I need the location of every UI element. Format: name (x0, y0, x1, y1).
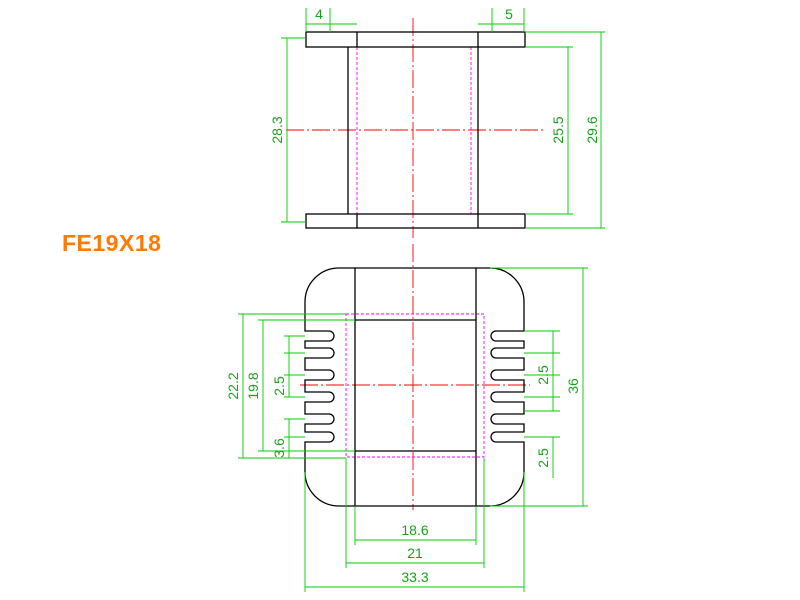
bottom-view: 22.2 19.8 2.5 3.6 2.5 2.5 36 18.6 21 33.… (225, 244, 588, 592)
bottom-view-outline (304, 267, 525, 507)
dim-label-flange-left: 4 (315, 6, 323, 22)
top-flange (305, 31, 526, 48)
bobbin-outline (304, 267, 525, 507)
top-view-dimensions (281, 8, 605, 229)
dim-label-total-height: 36 (565, 378, 581, 394)
top-view-hidden-lines (356, 47, 472, 214)
dim-label-left-bottom: 3.6 (271, 438, 287, 458)
top-view-center-lines (286, 18, 545, 238)
dim-label-height-inner: 25.5 (550, 116, 566, 143)
bottom-view-hidden-lines (345, 313, 485, 458)
bottom-view-dimensions (238, 267, 588, 592)
top-view-dimension-labels: 4 5 28.3 25.5 29.6 (269, 6, 600, 144)
dim-label-left-inner: 19.8 (245, 372, 261, 399)
hidden-window (345, 313, 485, 458)
bottom-view-dimension-labels: 22.2 19.8 2.5 3.6 2.5 2.5 36 18.6 21 33.… (225, 365, 581, 585)
dim-label-right-slot-top: 2.5 (535, 365, 551, 385)
dim-label-height-outer: 29.6 (584, 116, 600, 143)
dim-label-width-inner: 18.6 (401, 522, 428, 538)
dim-label-width-total: 33.3 (401, 569, 428, 585)
dim-label-left-slot: 2.5 (271, 376, 287, 396)
top-view-outline (305, 31, 526, 229)
dim-label-right-slot-bottom: 2.5 (535, 448, 551, 468)
bottom-flange (305, 213, 526, 229)
top-view: 4 5 28.3 25.5 29.6 (269, 6, 605, 238)
bottom-view-center-lines (300, 244, 530, 510)
dim-label-width-mid: 21 (407, 545, 423, 561)
dim-label-height-left: 28.3 (269, 116, 285, 143)
dim-label-left-outer: 22.2 (225, 372, 241, 399)
dim-label-flange-right: 5 (505, 6, 513, 22)
part-title: FE19X18 (62, 230, 162, 256)
